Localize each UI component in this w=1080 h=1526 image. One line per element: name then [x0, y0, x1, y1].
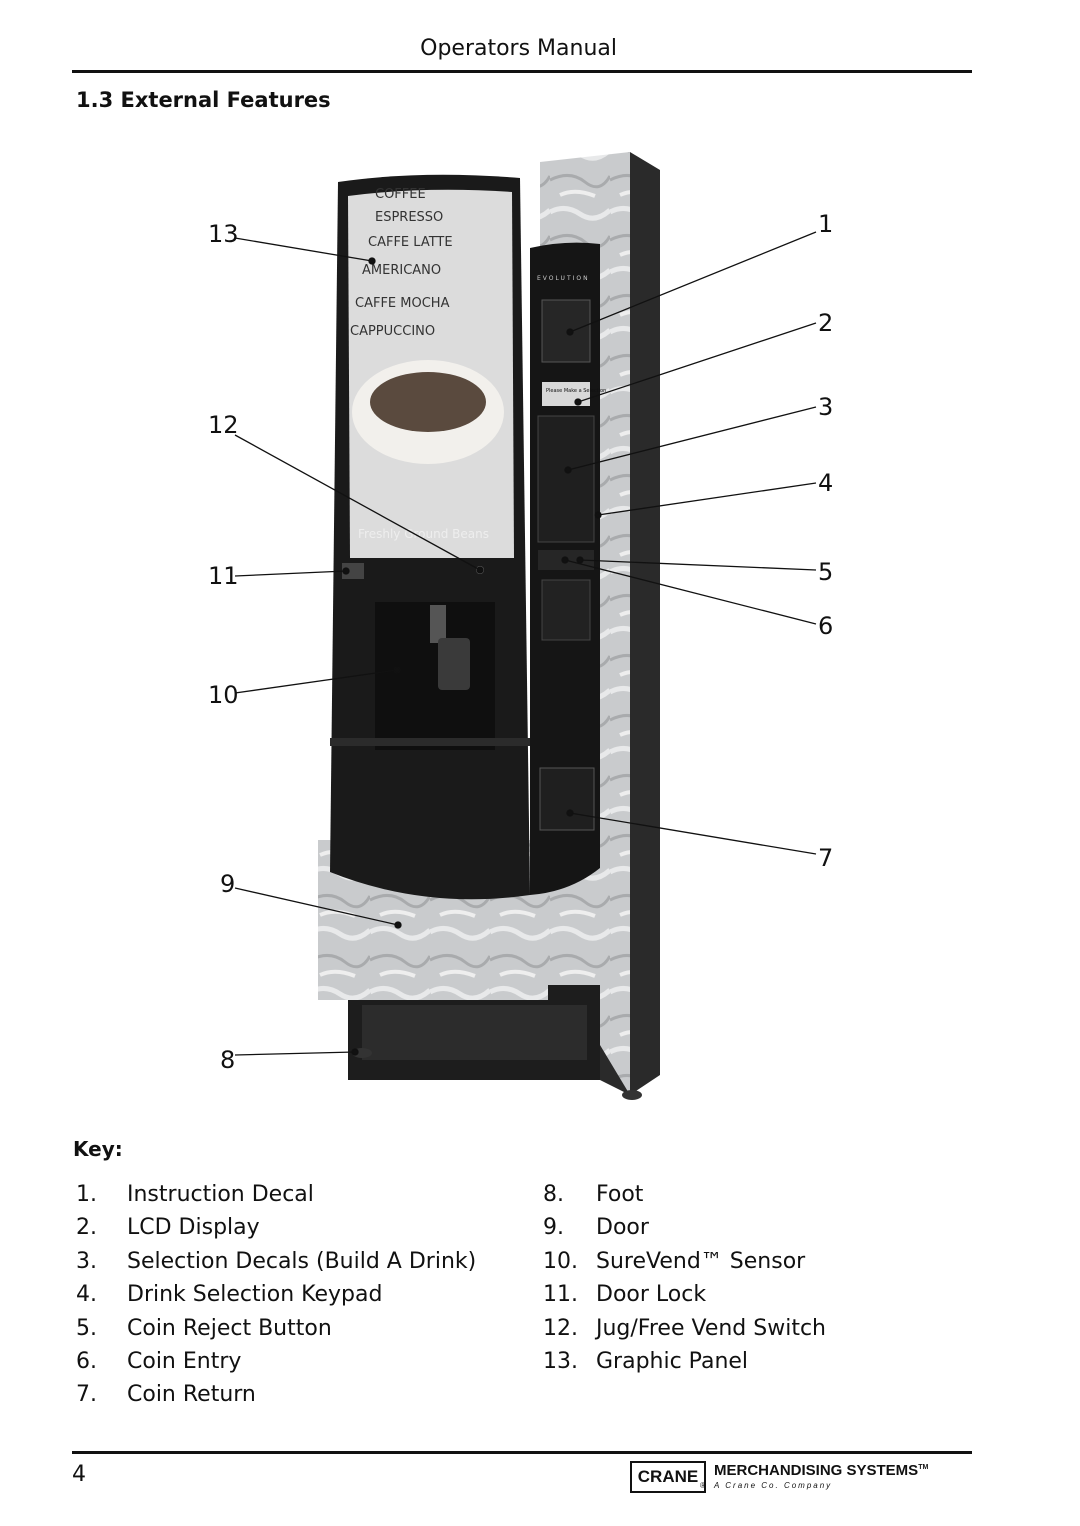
key-item-label: Coin Return — [127, 1382, 256, 1408]
brand-text: EVOLUTION — [537, 275, 590, 282]
logo-box-text: CRANE — [630, 1461, 706, 1493]
logo-name-text: MERCHANDISING SYSTEMS — [714, 1462, 919, 1479]
menu-item: AMERICANO — [362, 263, 441, 278]
key-item-label: LCD Display — [127, 1215, 260, 1241]
key-item-number: 12. — [543, 1315, 578, 1341]
section-title: 1.3 External Features — [76, 88, 331, 112]
panel-tagline: Freshly Ground Beans — [358, 527, 489, 541]
key-item-label: Drink Selection Keypad — [127, 1282, 383, 1308]
key-item-label: Instruction Decal — [127, 1182, 314, 1207]
key-item-number: 10. — [543, 1248, 578, 1274]
key-item-number: 2. — [76, 1215, 97, 1241]
logo-name: MERCHANDISING SYSTEMSTM — [714, 1462, 928, 1479]
trademark-mark: TM — [918, 1464, 929, 1471]
key-item-number: 5. — [76, 1315, 97, 1341]
key-item-number: 8. — [543, 1182, 564, 1207]
key-item-label: SureVend™ Sensor — [596, 1248, 806, 1274]
key-item-number: 9. — [543, 1215, 564, 1241]
menu-item: CAPPUCCINO — [350, 324, 435, 339]
key-item-number: 3. — [76, 1248, 97, 1274]
key-item-number: 1. — [76, 1182, 97, 1207]
callout-1: 1 — [818, 210, 833, 238]
header-rule — [72, 70, 972, 73]
callout-13: 13 — [208, 220, 239, 248]
callout-10: 10 — [208, 681, 239, 709]
callout-numbers: 1 2 3 4 5 6 7 8 9 10 11 12 13 — [208, 210, 833, 1074]
callout-9: 9 — [220, 870, 235, 898]
lcd-text: Please Make a Selection — [546, 388, 606, 394]
key-item-label: Foot — [596, 1182, 644, 1207]
callout-6: 6 — [818, 612, 833, 640]
control-panel: EVOLUTION Please Make a Selection — [530, 242, 606, 896]
key-item-number: 4. — [76, 1282, 97, 1308]
vending-machine-figure: COFFEE ESPRESSO CAFFE LATTE AMERICANO CA… — [208, 152, 833, 1100]
running-header: Operators Manual — [420, 36, 617, 61]
key-item-number: 6. — [76, 1348, 97, 1374]
callout-11: 11 — [208, 562, 239, 590]
key-item-number: 7. — [76, 1382, 97, 1408]
menu-item: CAFFE MOCHA — [355, 296, 450, 311]
callout-2: 2 — [818, 309, 833, 337]
key-item-number: 13. — [543, 1348, 578, 1374]
footer-rule — [72, 1451, 972, 1454]
company-logo: CRANE ® MERCHANDISING SYSTEMSTM A Crane … — [630, 1461, 970, 1495]
registered-mark: ® — [700, 1481, 706, 1490]
key-item-label: Graphic Panel — [596, 1348, 749, 1374]
callout-7: 7 — [818, 844, 833, 872]
logo-tagline: A Crane Co. Company — [714, 1481, 833, 1490]
callout-4: 4 — [818, 469, 833, 497]
callout-12: 12 — [208, 411, 239, 439]
menu-item: CAFFE LATTE — [368, 235, 453, 250]
door: COFFEE ESPRESSO CAFFE LATTE AMERICANO CA… — [330, 174, 530, 900]
key-item-label: Door Lock — [596, 1282, 707, 1308]
callout-5: 5 — [818, 558, 833, 586]
page-number: 4 — [72, 1462, 86, 1487]
menu-item: ESPRESSO — [375, 210, 443, 225]
key-item-label: Selection Decals (Build A Drink) — [127, 1248, 477, 1274]
callout-3: 3 — [818, 393, 833, 421]
key-item-label: Jug/Free Vend Switch — [596, 1315, 827, 1341]
callout-leaders — [234, 231, 817, 1056]
menu-item: COFFEE — [375, 187, 426, 202]
key-item-label: Door — [596, 1215, 649, 1241]
key-item-label: Coin Entry — [127, 1348, 242, 1374]
key-heading: Key: — [73, 1137, 123, 1161]
callout-8: 8 — [220, 1046, 235, 1074]
key-item-number: 11. — [543, 1282, 578, 1308]
key-item-label: Coin Reject Button — [127, 1315, 332, 1341]
